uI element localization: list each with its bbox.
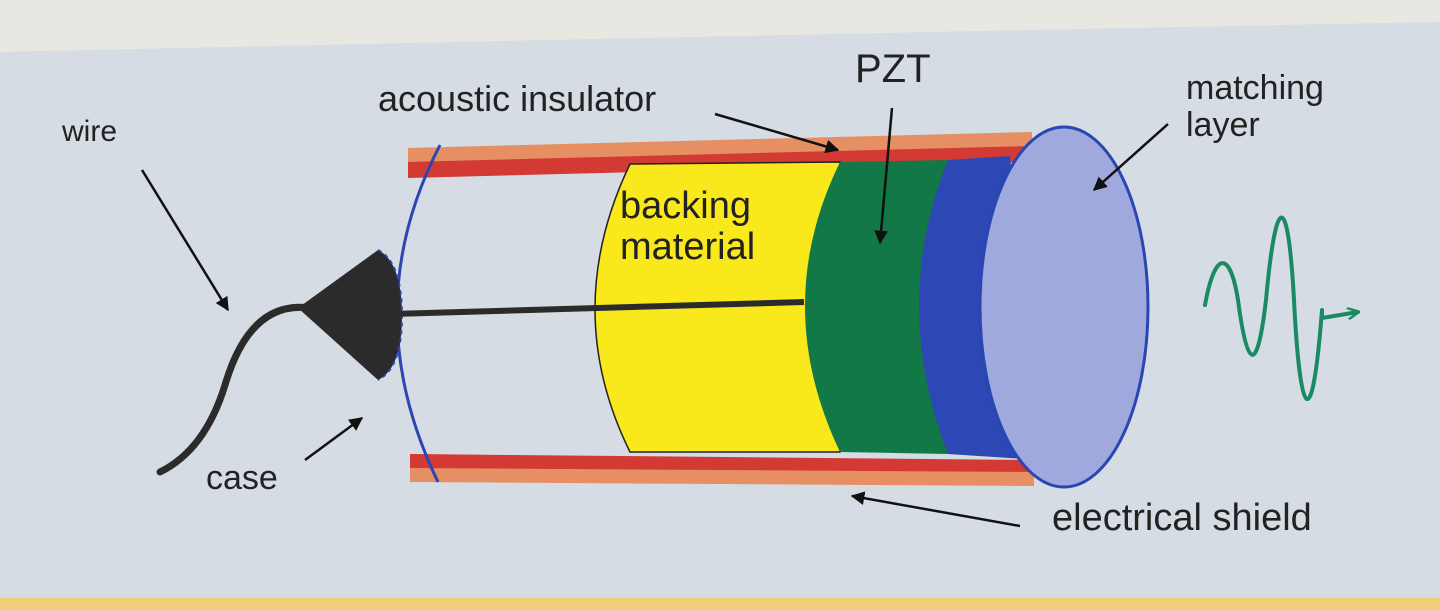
case-arrow — [304, 416, 364, 462]
matching-layer-face — [978, 125, 1150, 489]
wire-connector — [298, 250, 402, 380]
pzt-element — [805, 160, 948, 454]
acoustic-insulator-top-inner — [408, 146, 1032, 178]
wire-lead — [391, 299, 805, 317]
acoustic-insulator-arrow — [714, 112, 840, 154]
label-case: case — [206, 459, 278, 497]
bottom-band — [0, 598, 1440, 610]
leader-arrows — [140, 107, 1169, 528]
ultrasound-pulse-waveform-icon — [1203, 215, 1358, 402]
label-backing-material: backing material — [620, 185, 756, 269]
electrical-shield-arrow — [850, 491, 1021, 528]
label-pzt: PZT — [855, 47, 931, 91]
top-band — [0, 0, 1440, 52]
label-electrical-shield: electrical shield — [1052, 497, 1312, 539]
wire-arrow — [140, 169, 230, 312]
label-backing-material-line2: material — [620, 226, 756, 269]
acoustic-insulator-bottom-inner — [410, 454, 1034, 472]
label-acoustic-insulator: acoustic insulator — [378, 78, 657, 119]
label-backing-material-line1: backing — [620, 185, 751, 227]
matching-layer-arrow — [1092, 123, 1169, 191]
label-matching-layer: matching layer — [1186, 70, 1324, 143]
pzt-arrow — [874, 107, 894, 245]
label-matching-layer-line1: matching — [1186, 69, 1324, 107]
label-matching-layer-line2: layer — [1186, 105, 1260, 144]
label-wire: wire — [62, 115, 118, 148]
wire-cable — [156, 303, 314, 476]
